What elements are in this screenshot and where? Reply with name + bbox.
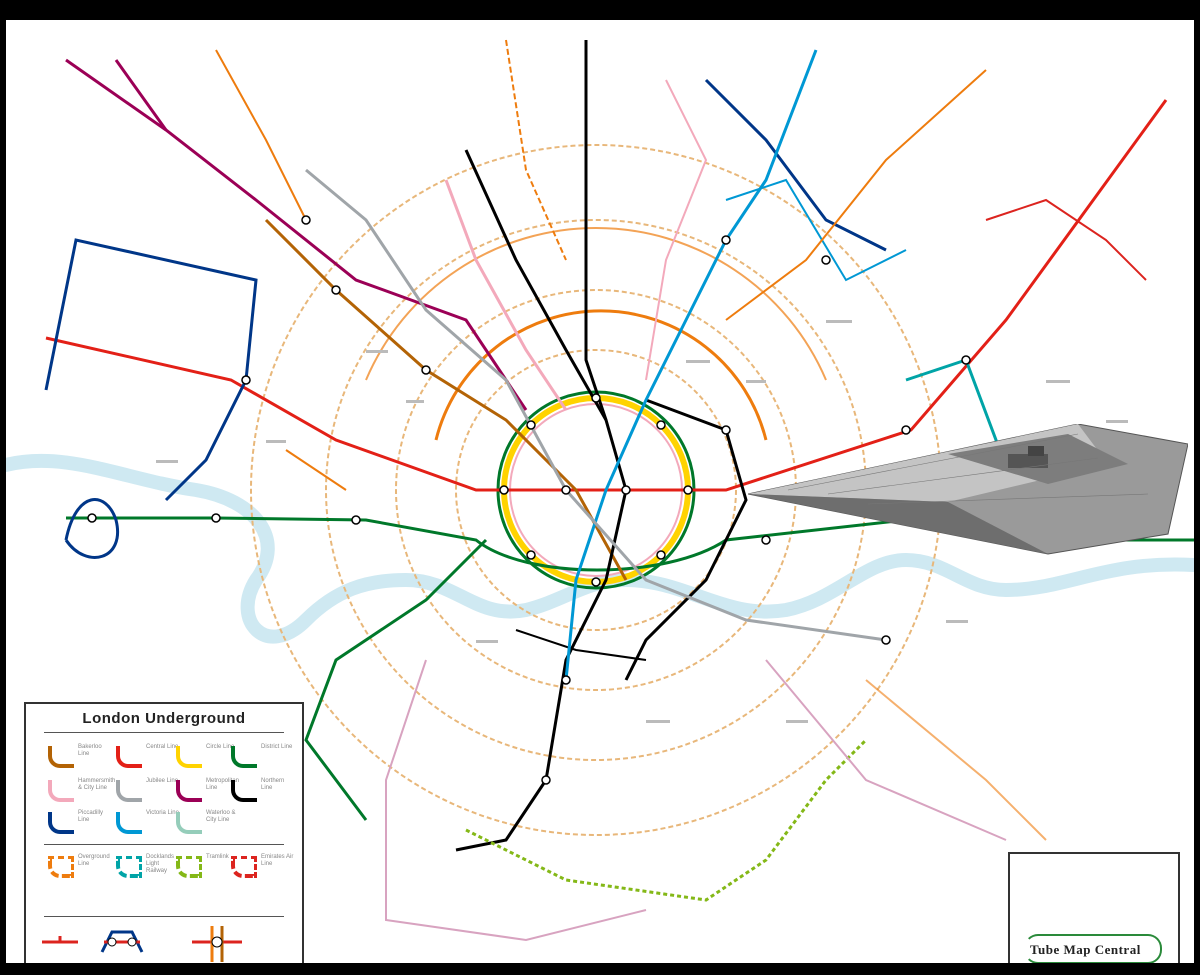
legend-item-district: District Line (231, 742, 293, 776)
central-line (45, 99, 1168, 492)
legend-item-dlr: Docklands Light Railway (116, 852, 178, 886)
legend-item-northern: Northern Line (231, 776, 293, 810)
jubilee-line (305, 168, 887, 642)
brand-logo: Tube Map Central (1030, 942, 1141, 957)
legend-item-hammersmith: Hammersmith & City Line (48, 776, 115, 810)
brand-arc-icon (1024, 934, 1162, 963)
tube-map: London Underground Bakerloo Line Central… (6, 20, 1194, 963)
legend-divider (44, 732, 284, 733)
thames-river (6, 453, 1194, 644)
legend-item-jubilee: Jubilee Line (116, 776, 178, 810)
legend-item-airline: Emirates Air Line (231, 852, 293, 886)
bakerloo-line (264, 218, 628, 581)
legend-item-overground: Overground Line (48, 852, 110, 886)
starship-illustration (748, 424, 1188, 555)
info-box: Tube Map Central (1008, 852, 1180, 963)
northern-line (455, 40, 628, 852)
piccadilly-line (44, 238, 258, 502)
metropolitan-line (65, 58, 528, 411)
legend-item-metropolitan: Metropolitan Line (176, 776, 239, 810)
victoria-line (564, 49, 818, 681)
legend-item-piccadilly: Piccadilly Line (48, 808, 110, 842)
legend-symbols (42, 926, 242, 962)
map-legend: London Underground Bakerloo Line Central… (24, 702, 304, 963)
legend-item-waterloo: Waterloo & City Line (176, 808, 238, 842)
legend-item-circle: Circle Line (176, 742, 238, 776)
legend-item-central: Central Line (116, 742, 178, 776)
legend-item-victoria: Victoria Line (116, 808, 179, 842)
tramlink (465, 738, 868, 902)
legend-item-tramlink: Tramlink (176, 852, 238, 886)
interchange-markers (87, 215, 971, 785)
legend-item-bakerloo: Bakerloo Line (48, 742, 110, 776)
legend-title: London Underground (82, 710, 246, 727)
